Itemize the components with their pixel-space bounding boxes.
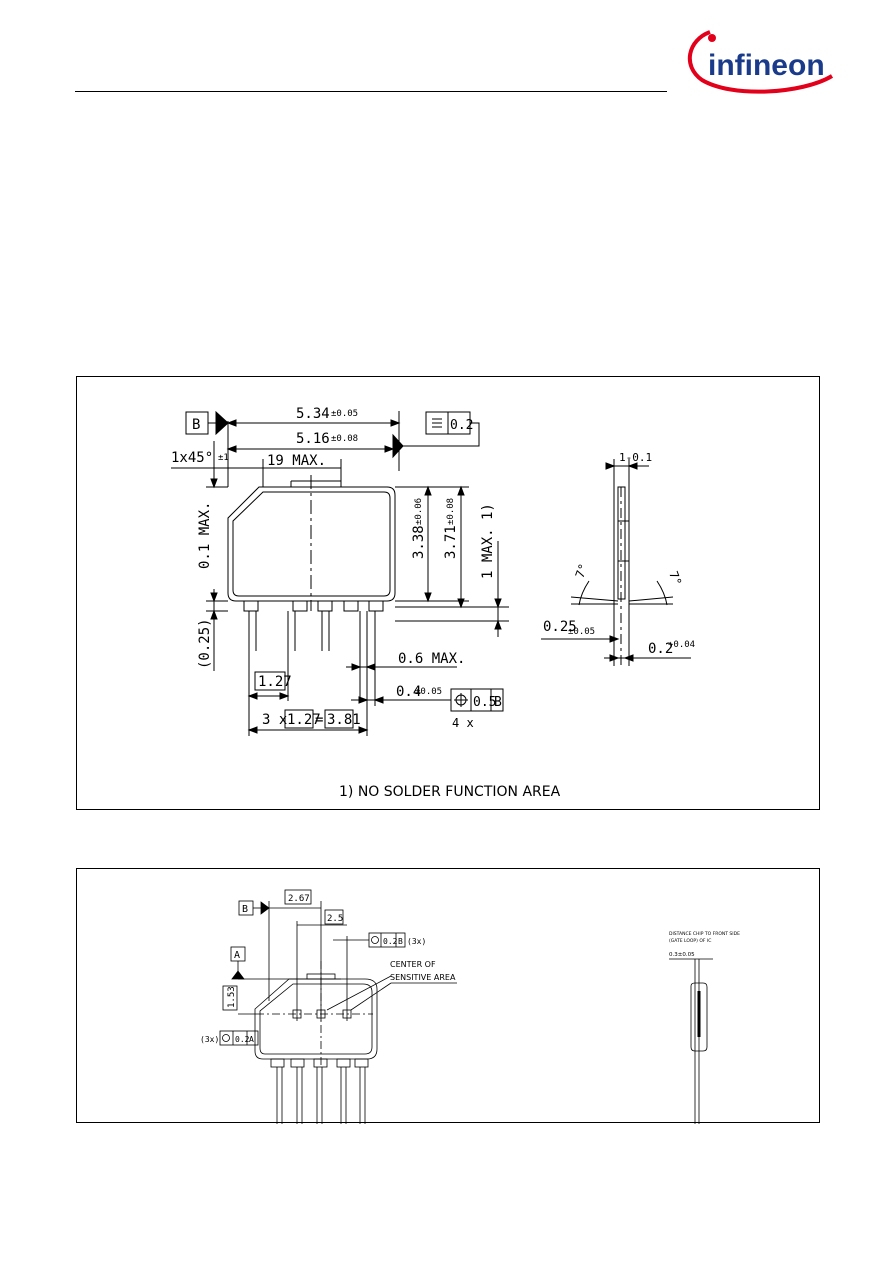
- position-ref: B: [398, 937, 403, 946]
- position-datum-b: B: [494, 695, 502, 710]
- left-count-3x: (3x): [200, 1035, 219, 1044]
- dim-025: 0.25: [543, 619, 577, 635]
- angle-left: 7°: [573, 562, 591, 580]
- logo-swoosh: [687, 30, 834, 94]
- dim-025-paren: (0.25): [197, 618, 213, 669]
- datum-b-label: B: [192, 417, 200, 433]
- count-3x: (3x): [407, 937, 426, 946]
- dim-025-tol: ±0.05: [568, 627, 595, 637]
- package-drawing: B 5.34 ±0.05 0.2 5.16 ±0.08 1x45° ±1 19 …: [171, 406, 695, 800]
- sensor-position-frame: B 2.67 2.5 0.2 B (3x) A 1.53 CENTER OF S…: [76, 868, 820, 1124]
- angle-right: 7°: [666, 569, 684, 587]
- left-position-value: 0.2: [235, 1035, 250, 1044]
- count-4x: 4 x: [452, 716, 474, 730]
- pitch-prefix: 3 x: [262, 712, 287, 728]
- tol-body-length: ±0.08: [331, 434, 358, 444]
- center-label-2: SENSITIVE AREA: [390, 973, 456, 982]
- dim-height-371: 3.71: [443, 525, 459, 559]
- dim-02-tol: +0.04: [668, 640, 695, 650]
- datum-a-label: A: [234, 950, 240, 961]
- side-note-2: (GATE LOOP) OF IC: [669, 938, 711, 944]
- chamfer-label: 1x45°: [171, 450, 213, 466]
- chamfer-tol: ±1: [218, 453, 229, 463]
- dim-max-1: 1 MAX. 1): [480, 503, 496, 579]
- flatness-value: 0.2: [450, 418, 473, 433]
- lead-width-tol: ±0.05: [415, 687, 442, 697]
- header-rule: [75, 91, 667, 92]
- dim-max-06: 0.6 MAX.: [398, 651, 465, 667]
- side-thickness: 1-0.1: [619, 451, 652, 464]
- tol-total-length: ±0.05: [331, 409, 358, 419]
- footnote: 1) NO SOLDER FUNCTION AREA: [339, 784, 561, 800]
- dim-total-length: 5.34: [296, 406, 330, 422]
- side-dim: 0.3±0.05: [669, 952, 695, 958]
- logo-text: infineon: [708, 49, 825, 82]
- lead-width: 0.4: [396, 684, 421, 700]
- dim-02: 0.2: [648, 641, 673, 657]
- position-value: 0.2: [383, 937, 398, 946]
- dim-267: 2.67: [288, 894, 310, 904]
- sensor-position-drawing: B 2.67 2.5 0.2 B (3x) A 1.53 CENTER OF S…: [200, 889, 740, 1124]
- infineon-logo-graphic: infineon: [687, 30, 834, 94]
- dim-153: 1.53: [227, 986, 237, 1008]
- logo-dot: [708, 34, 716, 42]
- left-position-ref: A: [249, 1035, 254, 1044]
- dim-max-01: 0.1 MAX.: [197, 502, 213, 569]
- package-drawing-frame: B 5.34 ±0.05 0.2 5.16 ±0.08 1x45° ±1 19 …: [76, 376, 820, 810]
- pitch-127-multi: 1.27: [287, 712, 321, 728]
- pitch-equals: =: [315, 712, 323, 728]
- dim-25: 2.5: [327, 914, 343, 924]
- infineon-logo: infineon: [682, 22, 842, 94]
- tol-height-371: ±0.08: [446, 498, 456, 525]
- pitch-127-label: 1.27: [258, 674, 292, 690]
- dim-height-338: 3.38: [411, 525, 427, 559]
- pitch-total: 3.81: [327, 712, 361, 728]
- dim-max-19: 19 MAX.: [267, 453, 326, 469]
- datum-b-label: B: [242, 904, 248, 915]
- position-value: 0.5: [473, 695, 496, 710]
- center-label-1: CENTER OF: [390, 960, 436, 969]
- side-note-1: DISTANCE CHIP TO FRONT SIDE: [669, 931, 740, 937]
- dim-body-length: 5.16: [296, 431, 330, 447]
- tol-height-338: ±0.06: [414, 498, 424, 525]
